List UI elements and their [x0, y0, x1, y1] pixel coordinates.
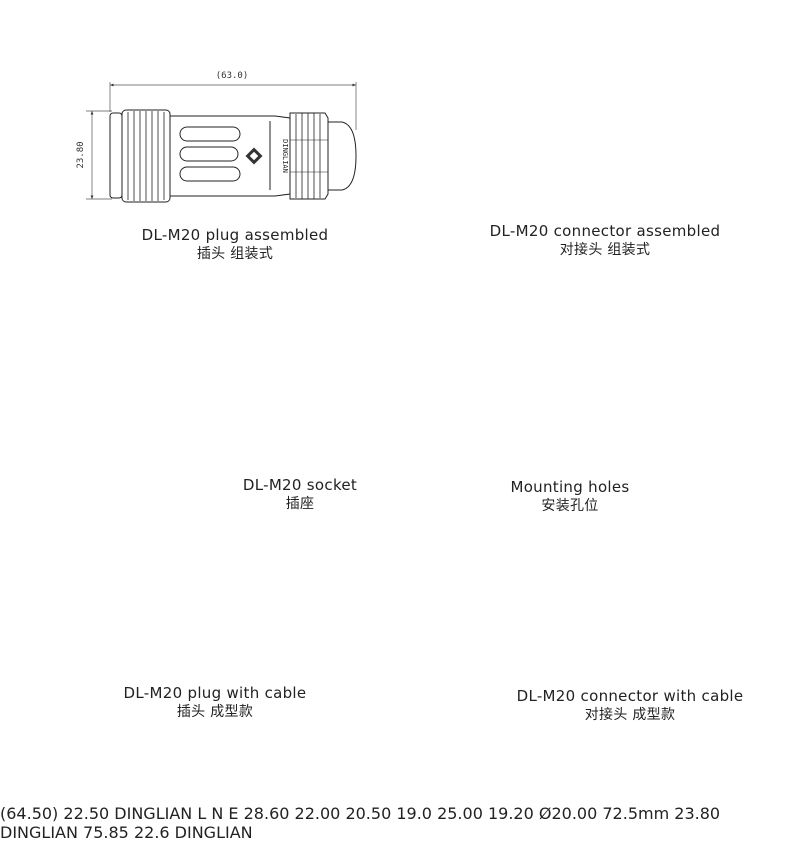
caption-zh: 安装孔位: [541, 498, 599, 514]
plug-assembled-drawing: (63.0) 23.80 DINGLIAN: [76, 71, 357, 203]
caption-zh: 对接头 成型款: [584, 707, 676, 723]
connector-with-cable-drawing: 75.85 22.6 DINGLIAN: [83, 823, 253, 842]
dim-height-label: 22.50: [63, 804, 110, 823]
caption-zh: 插座: [285, 496, 315, 512]
connector-assembled-drawing: (64.50) 22.50 DINGLIAN: [0, 804, 197, 823]
plug-with-cable-caption: DL-M20 plug with cable 插头 成型款: [85, 684, 345, 722]
technical-drawing: (63.0) 23.80 DINGLIAN: [76, 71, 357, 203]
dim-height-label: 22.6: [133, 823, 170, 842]
mounting-holes-drawing: 19.20 Ø20.00: [488, 804, 602, 823]
dimension-length: [109, 82, 357, 130]
dim-length-label: (63.0): [216, 71, 249, 81]
connector-with-cable-caption: DL-M20 connector with cable 对接头 成型款: [495, 687, 765, 725]
brand-logo-text: DINGLIAN: [281, 139, 289, 173]
pin-label-n: N: [211, 804, 224, 823]
dim-thread-dia-label: 19.0: [396, 804, 432, 823]
caption-en: DL-M20 connector assembled: [489, 222, 721, 240]
dim-length-label: (64.50): [0, 804, 59, 823]
logo-icon: [245, 147, 263, 165]
caption-en: Mounting holes: [510, 478, 630, 496]
dim-length-label: 72.5mm: [602, 804, 670, 823]
pin-label-l: L: [197, 804, 207, 823]
caption-zh: 对接头 组装式: [559, 242, 651, 258]
brand-logo-text: DINGLIAN: [114, 804, 193, 823]
caption-zh: 插头 成型款: [176, 704, 254, 720]
caption-en: DL-M20 socket: [242, 476, 358, 494]
caption-zh: 插头 组装式: [196, 246, 274, 262]
pin-label-e: E: [228, 804, 239, 823]
dim-flange-label: 25.00: [437, 804, 483, 823]
dim-length-label: 75.85: [83, 823, 129, 842]
dimension-height: [86, 110, 112, 200]
drawing-sheet: (63.0) 23.80 DINGLIAN: [0, 71, 765, 842]
socket-caption: DL-M20 socket 插座: [210, 476, 390, 514]
dim-thread-label: 20.50: [345, 804, 392, 823]
brand-logo-text: DINGLIAN: [0, 823, 78, 842]
dim-width-label: 19.20: [487, 804, 534, 823]
socket-front-view: L N E: [197, 804, 243, 823]
brand-logo-text: DINGLIAN: [174, 823, 253, 842]
connector-assembled-caption: DL-M20 connector assembled 对接头 组装式: [470, 222, 740, 260]
caption-en: DL-M20 plug with cable: [123, 684, 307, 702]
plug-assembled-caption: DL-M20 plug assembled 插头 组装式: [100, 226, 370, 264]
dim-height-label: 23.80: [76, 141, 86, 168]
caption-en: DL-M20 connector with cable: [516, 687, 744, 705]
dim-dia-label: Ø20.00: [538, 804, 598, 823]
socket-side-view: 28.60 22.00 20.50 19.0 25.00: [244, 804, 488, 823]
dim-height-label: 23.80: [674, 804, 721, 823]
caption-en: DL-M20 plug assembled: [141, 226, 329, 244]
mounting-holes-caption: Mounting holes 安装孔位: [480, 478, 660, 516]
dim-total-label: 28.60: [243, 804, 290, 823]
dim-mid-label: 22.00: [294, 804, 341, 823]
